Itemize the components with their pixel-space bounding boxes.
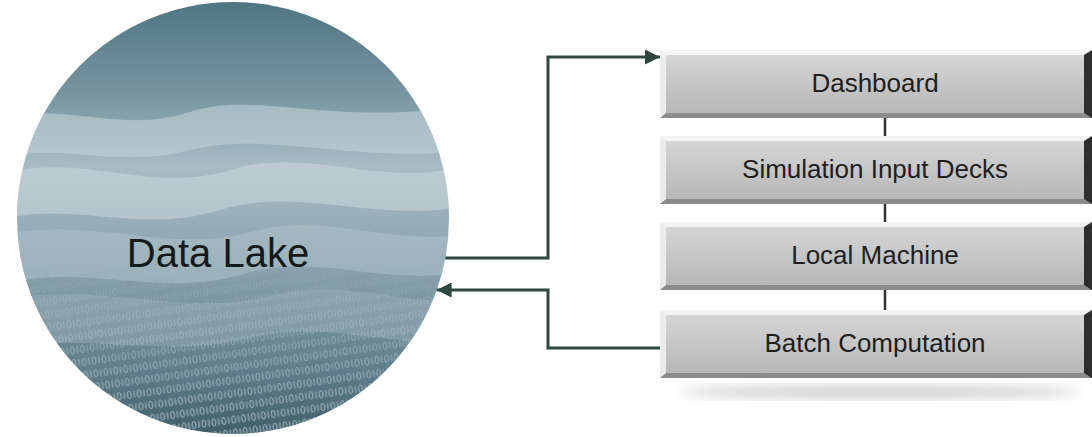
flow-arrow — [437, 290, 660, 348]
stack-link — [884, 290, 887, 310]
node-label: Batch Computation — [764, 329, 985, 359]
node-label: Dashboard — [811, 69, 938, 99]
node-label: Data Lake — [127, 230, 309, 276]
system-box: Local Machine — [660, 222, 1092, 290]
wave — [0, 105, 470, 160]
data-lake-circle: Data Lake — [17, 2, 449, 434]
node-label: Simulation Input Decks — [742, 155, 1008, 185]
stack-link — [884, 204, 887, 222]
box-shadow — [680, 385, 1080, 399]
data-lake-illustration — [0, 0, 470, 437]
binary-texture — [0, 250, 470, 437]
system-box: Simulation Input Decks — [660, 136, 1092, 204]
flow-arrow — [445, 57, 660, 258]
stack-link — [884, 118, 887, 136]
system-box: Batch Computation — [660, 310, 1092, 378]
node-label: Local Machine — [791, 241, 959, 271]
system-box: Dashboard — [660, 50, 1092, 118]
wave — [0, 162, 470, 220]
